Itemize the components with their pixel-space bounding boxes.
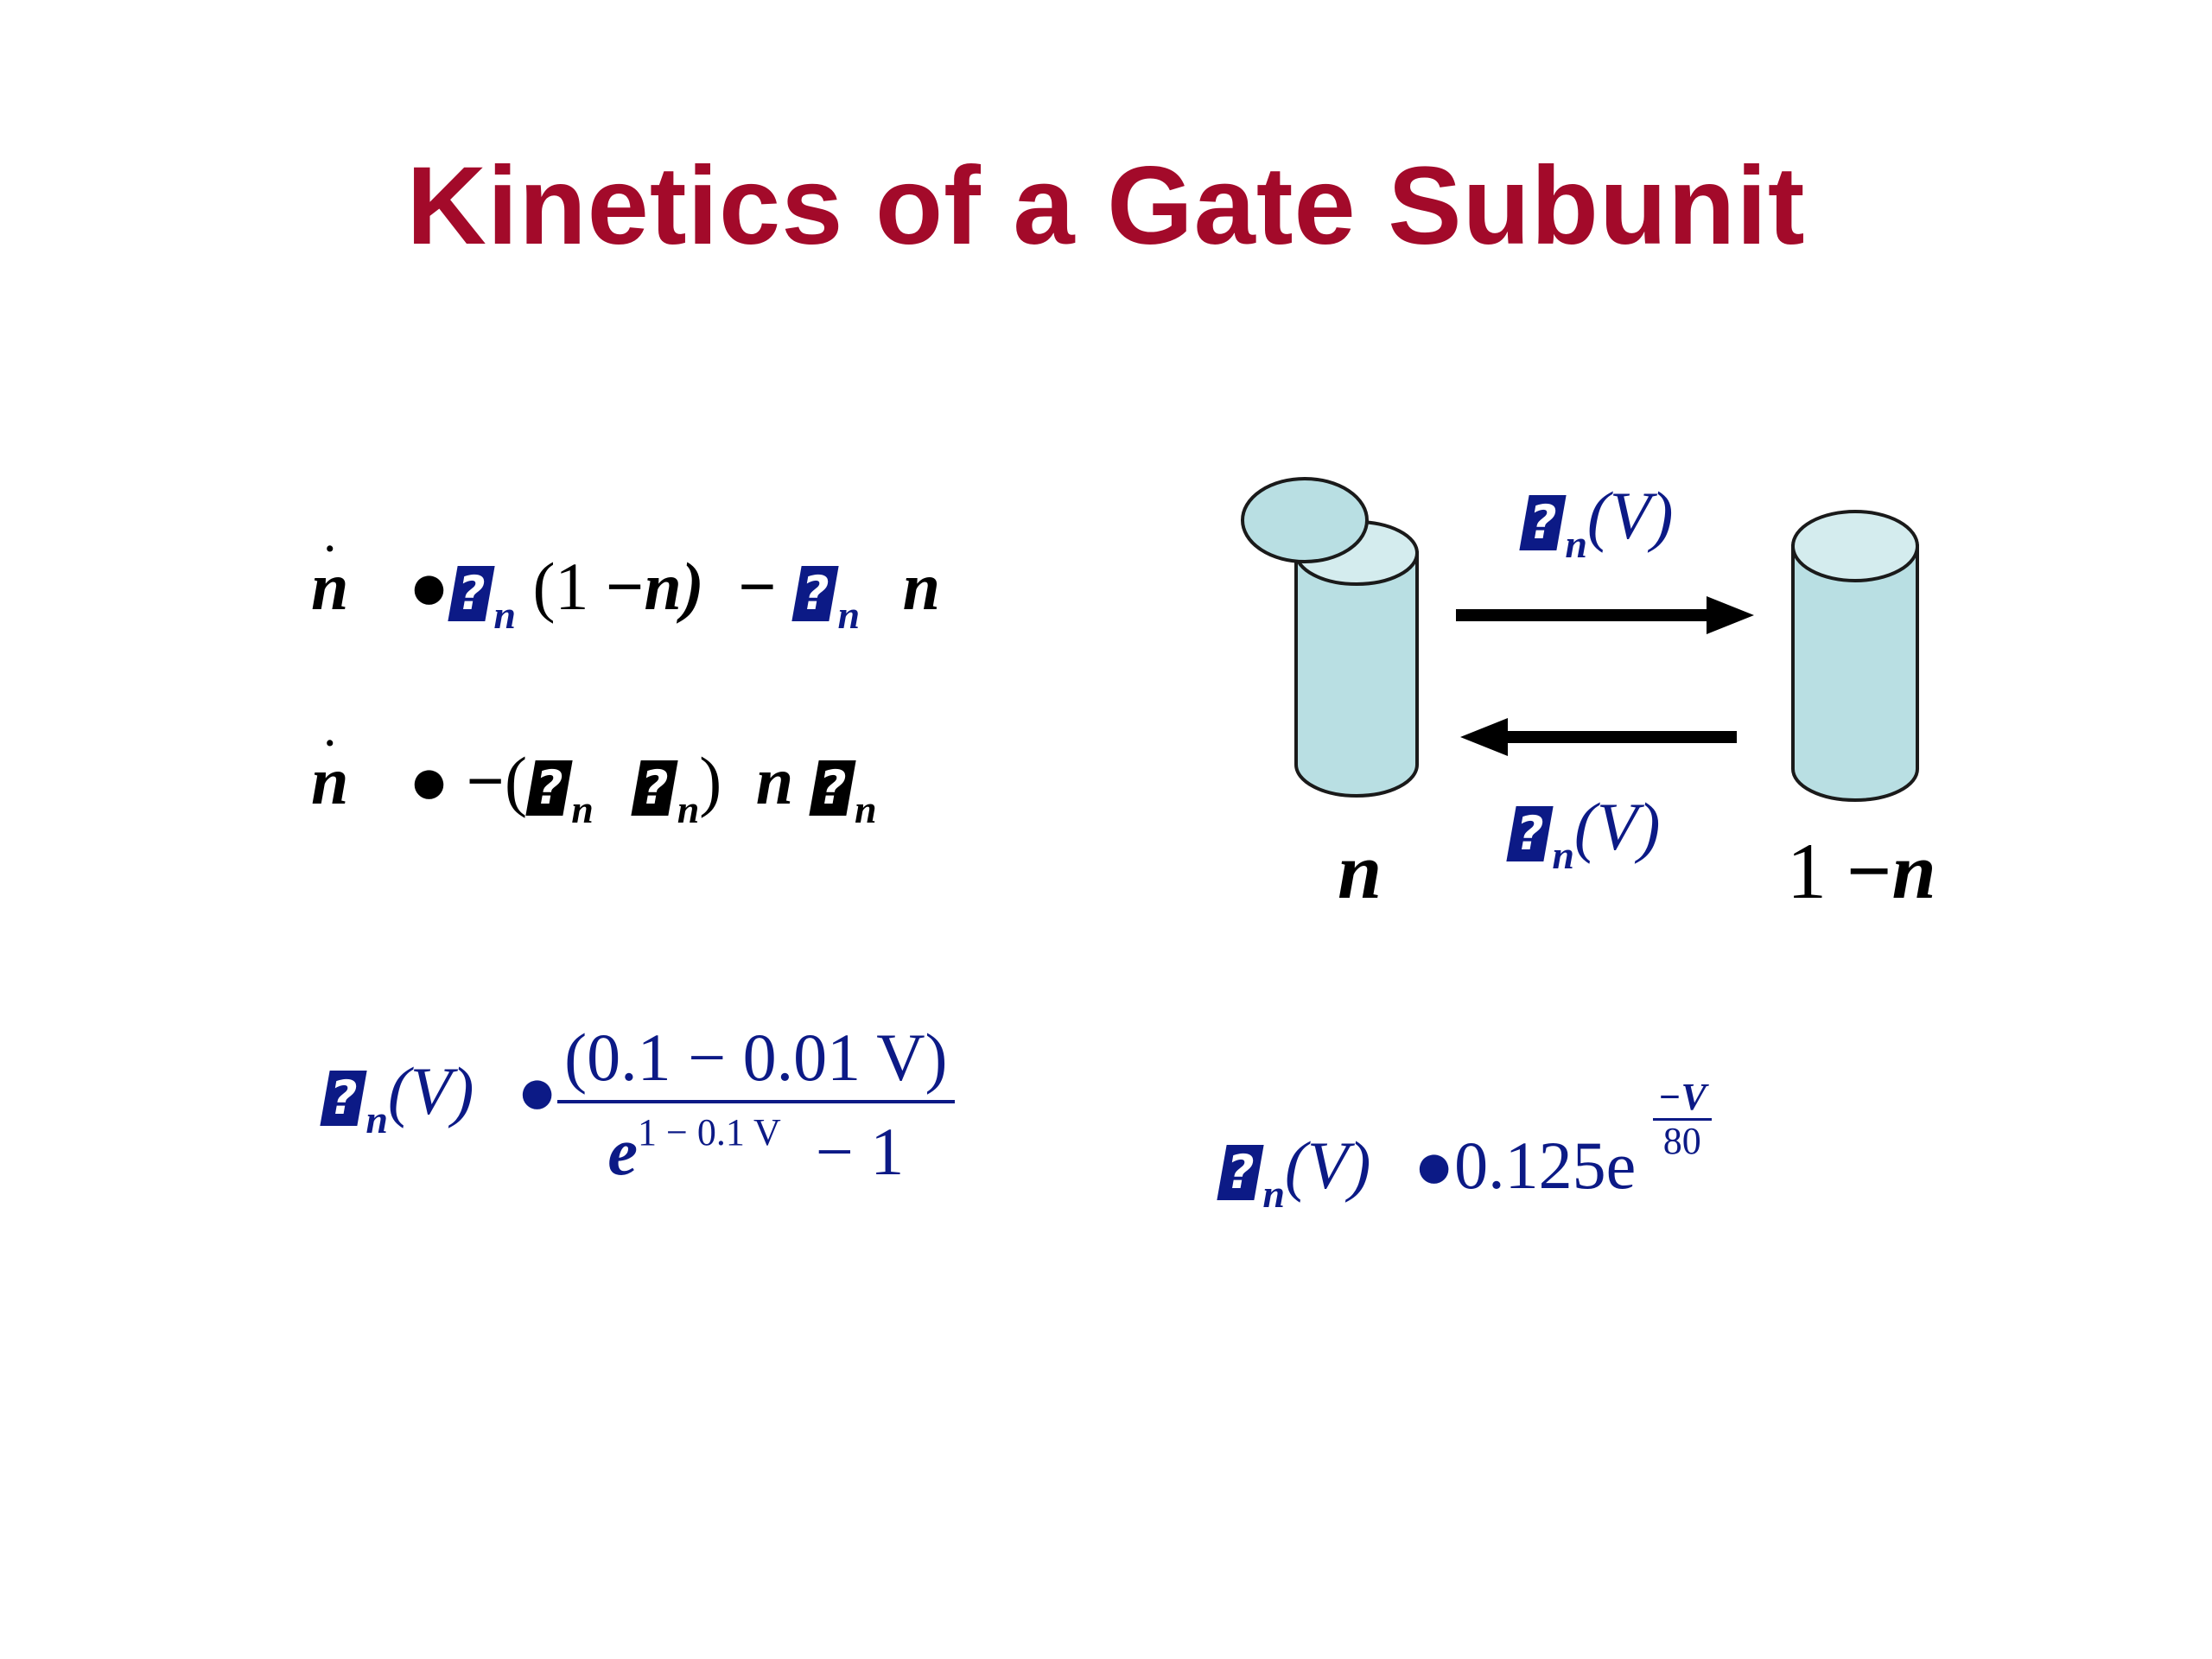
exp-power: 1 − 0.1 V [638,1111,781,1154]
subscript-n-diagram: n [1565,522,1587,566]
variable-n: n [311,549,349,624]
paren-open: (1 [532,549,589,624]
time-derivative-dot-2: . [325,712,335,754]
state-n-right: n [1891,827,1936,915]
den-tail: − 1 [815,1114,905,1189]
alpha-symbol-formula: ? [320,1071,367,1126]
minus-symbol-2: − [738,549,777,624]
paren-close: ) [699,743,722,818]
paren-open-2: ( [504,743,527,818]
voltage-arg-alpha: (V) [387,1053,474,1128]
alpha-fraction: (0.1 − 0.01 V) e1 − 0.1 V− 1 [557,1024,955,1185]
minus-symbol: − [605,549,645,624]
exp-base: e [607,1114,638,1189]
voltage-arg: (V) [1586,478,1674,553]
alpha-denominator: e1 − 0.1 V− 1 [557,1103,954,1185]
state-minus: − [1847,827,1892,915]
left-cylinder [1241,477,1419,798]
beta-formula: ?n(V) ●0.125e −V 80 [1217,1076,1712,1216]
subscript-n-diagram-2: n [1552,833,1574,877]
n-dot-term: . n [311,520,348,620]
variable-n-2: n [311,743,349,818]
beta-symbol-formula: ? [1217,1145,1264,1200]
alpha-symbol-diagram: ? [1519,495,1567,550]
voltage-arg-beta: (V) [1284,1128,1371,1203]
subscript-n: n [493,593,516,637]
subscript-n-5: n [855,787,877,831]
subscript-n-2: n [837,593,861,637]
equation-n-dot-2: . n ● −(?n ?n) n ?n [311,715,877,831]
paren-n-close: n) [644,549,704,624]
beta-exp-num: −V [1652,1076,1712,1121]
gate-lid [1241,477,1369,563]
state-right-label: 1 −n [1787,825,1936,917]
variable-n-end: n [902,549,940,624]
backward-rate-label: ?n(V) [1506,793,1661,877]
alpha-numerator: (0.1 − 0.01 V) [557,1024,955,1103]
equation-n-dot-1: . n ●?n (1 −n) − ?n n [311,520,940,637]
beta-exponent: −V 80 [1652,1076,1712,1162]
subscript-n-alpha: n [365,1097,388,1141]
slide-title: Kinetics of a Gate Subunit [406,144,1806,268]
right-cylinder [1791,510,1919,802]
state-n: n [1338,827,1382,915]
subscript-n-3: n [571,787,594,831]
forward-rate-label: ?n(V) [1519,482,1674,566]
state-left-label: n [1338,825,1382,917]
beta-exp-den: 80 [1662,1120,1701,1162]
n-dot-term-2: . n [311,715,348,815]
equals-symbol-alpha: ● [517,1053,558,1128]
alpha-formula: ?n(V) ● (0.1 − 0.01 V) e1 − 0.1 V− 1 [320,1024,955,1185]
state-one: 1 [1787,827,1827,915]
exp-minus: − [1657,1076,1681,1118]
beta-coefficient: 0.125e [1454,1128,1637,1203]
equals-symbol: ● [408,549,450,624]
time-derivative-dot: . [325,518,335,560]
equals-symbol-beta: ● [1414,1128,1455,1203]
minus-symbol-3: − [466,743,505,818]
equals-symbol-2: ● [408,743,450,818]
subscript-n-4: n [677,787,700,831]
variable-n-mid: n [755,743,794,818]
exp-v: V [1681,1076,1707,1118]
backward-arrow [1460,718,1737,756]
voltage-arg-2: (V) [1573,789,1661,864]
forward-arrow [1456,596,1754,634]
beta-symbol-diagram: ? [1506,806,1554,861]
subscript-n-beta: n [1262,1172,1285,1216]
